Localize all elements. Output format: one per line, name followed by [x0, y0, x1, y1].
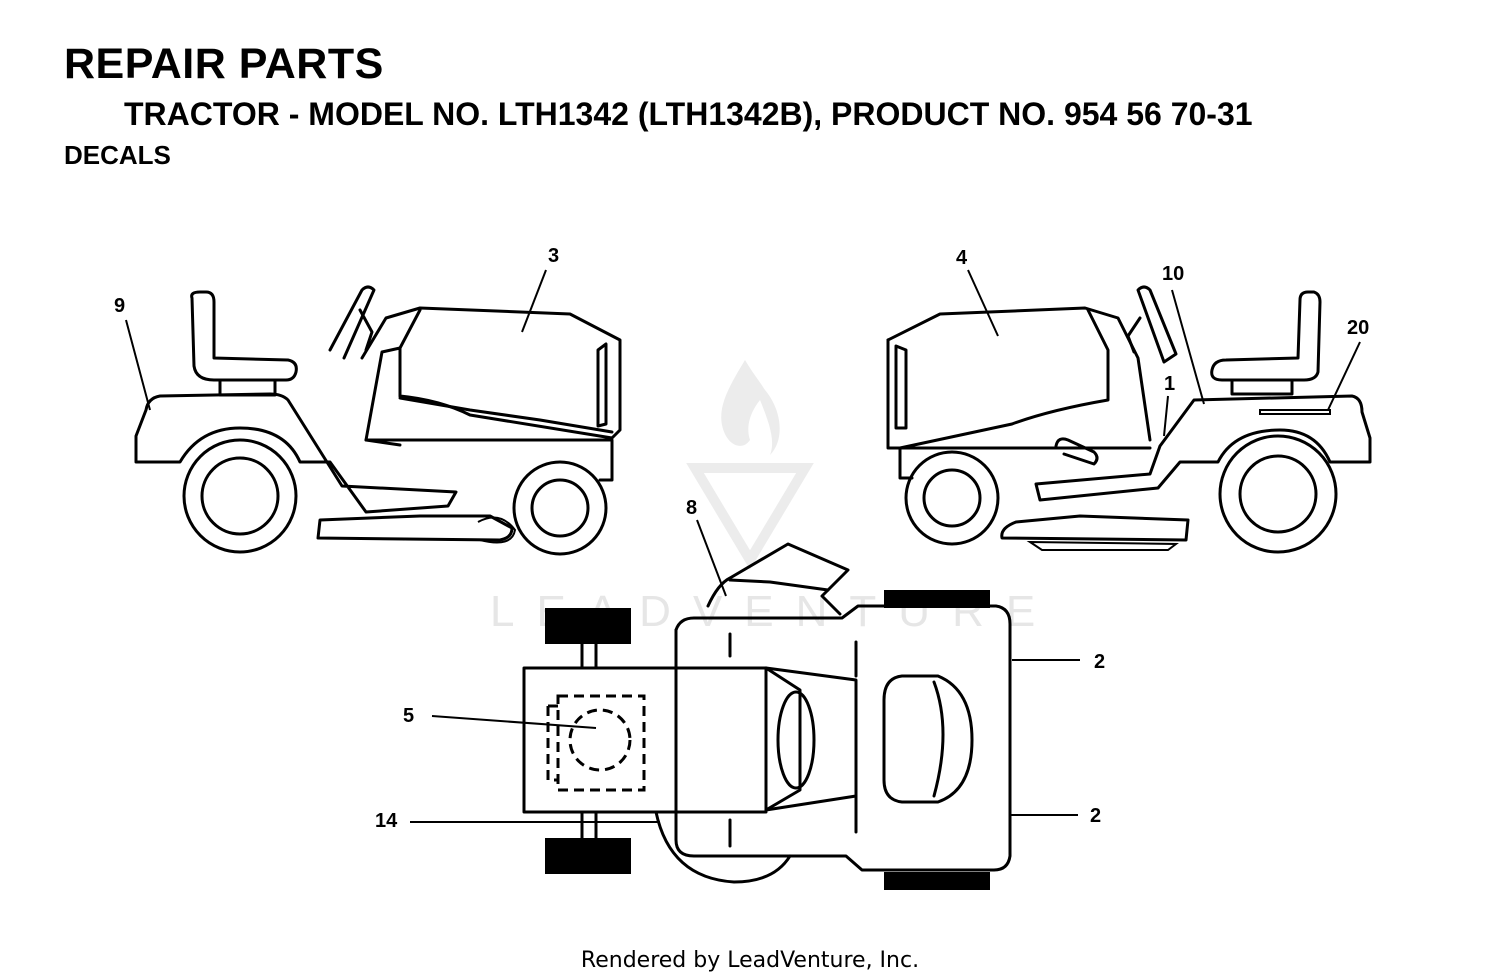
callout-2-lower: 2: [1090, 805, 1101, 827]
callout-2-upper: 2: [1094, 651, 1105, 673]
section-title: DECALS: [64, 140, 171, 170]
callout-leaders: [125, 269, 1361, 823]
callout-8: 8: [686, 497, 697, 519]
model-subtitle: TRACTOR - MODEL NO. LTH1342 (LTH1342B), …: [124, 96, 1253, 132]
callout-9: 9: [114, 295, 125, 317]
callout-14: 14: [375, 810, 398, 832]
tractor-right-side-view: [886, 285, 1372, 554]
callout-1: 1: [1164, 373, 1175, 395]
callout-3: 3: [548, 245, 559, 267]
callout-labels: 3 9 4 10 1 20 8 2 2 5 14: [114, 245, 1369, 832]
tractor-left-side-view: [134, 285, 622, 556]
callout-10: 10: [1162, 263, 1184, 285]
page-title: REPAIR PARTS: [64, 40, 384, 88]
footer-credit: Rendered by LeadVenture, Inc.: [580, 948, 920, 973]
callout-4: 4: [956, 247, 968, 269]
callout-5: 5: [403, 705, 414, 727]
callout-20: 20: [1347, 317, 1369, 339]
tractor-top-view: [522, 542, 1012, 890]
